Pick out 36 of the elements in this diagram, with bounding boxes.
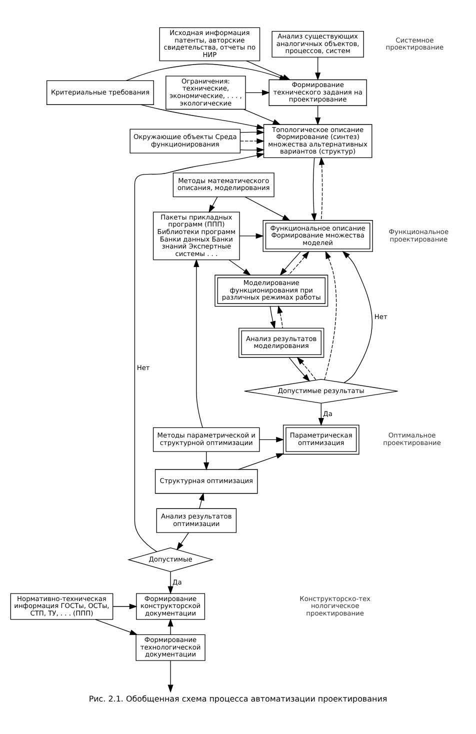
arrow xyxy=(168,618,174,635)
arrow xyxy=(270,306,276,330)
arrow xyxy=(318,402,324,426)
arrow xyxy=(277,305,283,328)
arrow xyxy=(296,356,316,380)
arrow xyxy=(208,196,218,213)
arrow xyxy=(311,158,317,222)
arrow xyxy=(168,572,174,594)
arrow xyxy=(315,56,321,81)
arrow xyxy=(243,108,281,125)
arrow xyxy=(240,129,265,135)
arrow xyxy=(240,147,265,153)
arrow xyxy=(288,251,310,276)
arrow xyxy=(280,251,301,276)
arrow xyxy=(204,451,210,470)
arrow xyxy=(168,660,174,693)
arrow xyxy=(239,233,264,239)
arrow xyxy=(134,152,265,552)
arrow xyxy=(259,436,284,442)
arrow xyxy=(95,619,138,636)
arrow xyxy=(240,138,265,144)
arrow xyxy=(238,453,284,470)
arrow xyxy=(194,259,203,428)
arrow xyxy=(315,105,321,126)
arrow xyxy=(198,492,204,509)
arrow xyxy=(342,250,372,384)
arrow xyxy=(245,90,270,96)
arrow xyxy=(112,604,138,610)
arrow xyxy=(126,64,288,82)
arrow xyxy=(176,532,189,550)
arrow xyxy=(288,357,310,382)
arrow xyxy=(140,104,265,130)
arrow xyxy=(318,156,325,221)
arrow xyxy=(244,196,290,221)
arrow xyxy=(228,260,252,276)
arrow xyxy=(324,250,337,380)
